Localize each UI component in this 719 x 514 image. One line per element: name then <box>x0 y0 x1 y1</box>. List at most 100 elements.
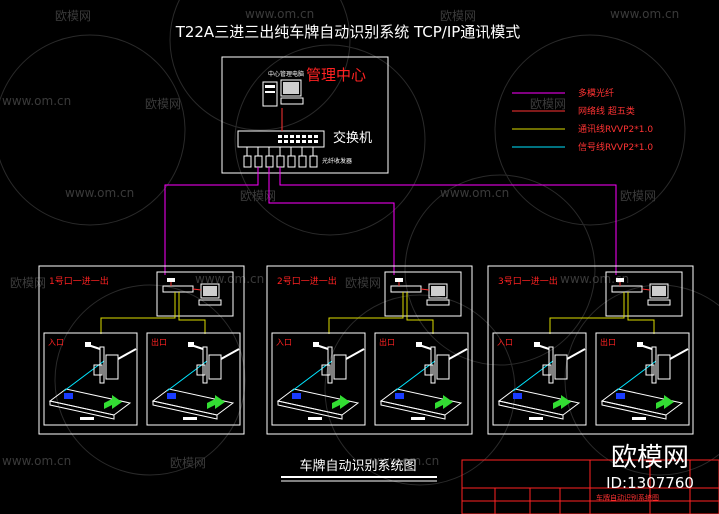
network-line <box>420 288 430 291</box>
lane-label: 出口 <box>600 337 616 347</box>
watermark-brand: 欧模网 <box>620 189 656 203</box>
network-line <box>641 288 651 291</box>
station-frame <box>38 265 245 435</box>
comm-line-entry <box>549 292 625 334</box>
camera-icon <box>188 342 194 347</box>
keyboard-icon <box>647 299 671 306</box>
transceiver-icon <box>167 278 175 282</box>
direction-arrow-icon <box>553 395 571 409</box>
watermark-brand: 欧模网 <box>170 456 206 470</box>
camera-icon <box>85 342 91 347</box>
display-box <box>645 364 655 376</box>
vehicle-marker <box>64 393 73 399</box>
barrier-gate-icon <box>208 354 222 380</box>
watermark-brand: 欧模网 <box>530 97 566 111</box>
camera-icon <box>416 342 422 347</box>
watermark-brand: 欧模网 <box>10 276 46 290</box>
center-frame <box>221 56 389 174</box>
camera-icon <box>313 342 319 347</box>
display-box <box>542 364 552 376</box>
monitor-icon <box>428 283 448 299</box>
switch-icon <box>390 285 422 293</box>
keyboard-icon <box>426 299 450 306</box>
switch-icon <box>237 130 325 148</box>
signal-line <box>615 360 657 392</box>
watermark-site: www.om.cn <box>440 186 509 200</box>
watermark-brand: 欧模网 <box>440 9 476 23</box>
watermark-site: www.om.cn <box>65 186 134 200</box>
monitor-icon <box>649 283 669 299</box>
station-frame <box>487 265 694 435</box>
monitor-screen <box>203 286 217 296</box>
signal-line <box>512 360 554 392</box>
vehicle-marker <box>513 393 522 399</box>
road-edge <box>277 400 343 420</box>
computer-icon <box>262 79 304 107</box>
diagram-caption: 车牌自动识别系统图 <box>299 458 416 474</box>
ground-mark <box>411 417 425 420</box>
watermark-site: www.om.cn <box>370 454 439 468</box>
watermark-logo: 欧模网 <box>611 443 689 473</box>
signal-line <box>394 360 436 392</box>
keyboard-icon <box>198 299 222 306</box>
station-label: 3号口一进一出 <box>498 275 558 287</box>
signal-line <box>63 360 105 392</box>
barrier-arm <box>669 348 689 360</box>
barrier-arm <box>345 348 365 360</box>
watermark-id: ID:1307760 <box>606 474 694 492</box>
comm-line-exit <box>406 292 434 334</box>
legend-label-comm: 通讯线RVVP2*1.0 <box>578 123 653 135</box>
barrier-arm <box>566 348 586 360</box>
ground-mark <box>80 417 94 420</box>
direction-arrow-icon <box>207 395 225 409</box>
road-edge <box>152 400 218 420</box>
lane-label: 入口 <box>497 338 513 347</box>
monitor-screen <box>652 286 666 296</box>
ground-mark <box>529 417 543 420</box>
watermark-site: www.om.cn <box>2 454 71 468</box>
legend: 多模光纤 网络线 超五类 通讯线RVVP2*1.0 信号线RVVP2*1.0 <box>512 87 653 153</box>
transceiver-icons <box>243 155 318 168</box>
direction-arrow-icon <box>435 395 453 409</box>
watermark-site: www.om.cn <box>2 94 71 108</box>
display-box <box>321 364 331 376</box>
vehicle-marker <box>292 393 301 399</box>
station-label: 1号口一进一出 <box>49 275 109 287</box>
vehicle-marker <box>395 393 404 399</box>
center-label: 管理中心 <box>306 66 366 84</box>
ground-mark <box>183 417 197 420</box>
transceiver-icon <box>616 278 624 282</box>
watermark-site: www.om.cn <box>245 7 314 21</box>
signal-line <box>166 360 208 392</box>
ground-mark <box>632 417 646 420</box>
lane-frame <box>43 332 138 426</box>
site-controller-frame <box>156 271 234 317</box>
lane-frame <box>271 332 366 426</box>
watermark-site: www.om.cn <box>560 272 629 286</box>
transceiver-icon <box>395 278 403 282</box>
legend-label-fiber: 多模光纤 <box>578 87 614 99</box>
title-block <box>461 459 719 514</box>
comm-line-exit <box>178 292 206 334</box>
lane-frame <box>146 332 241 426</box>
comm-line-entry <box>328 292 404 334</box>
lane-label: 出口 <box>151 337 167 347</box>
road-edge <box>601 400 667 420</box>
comm-line-entry <box>100 292 176 334</box>
barrier-gate-icon <box>436 354 450 380</box>
barrier-gate-icon <box>657 354 671 380</box>
watermark-brand: 欧模网 <box>345 276 381 290</box>
signal-line <box>291 360 333 392</box>
fiber-lines <box>164 167 617 275</box>
watermark-brand: 欧模网 <box>240 189 276 203</box>
monitor-screen <box>431 286 445 296</box>
station-frame <box>266 265 473 435</box>
road-edge <box>49 400 115 420</box>
direction-arrow-icon <box>332 395 350 409</box>
network-line <box>192 288 202 291</box>
comm-line-exit <box>627 292 655 334</box>
lane-frame <box>492 332 587 426</box>
legend-label-network: 网络线 超五类 <box>578 105 635 117</box>
lane-frame <box>374 332 469 426</box>
station-2: 2号口一进一出入口出口 <box>266 265 473 435</box>
